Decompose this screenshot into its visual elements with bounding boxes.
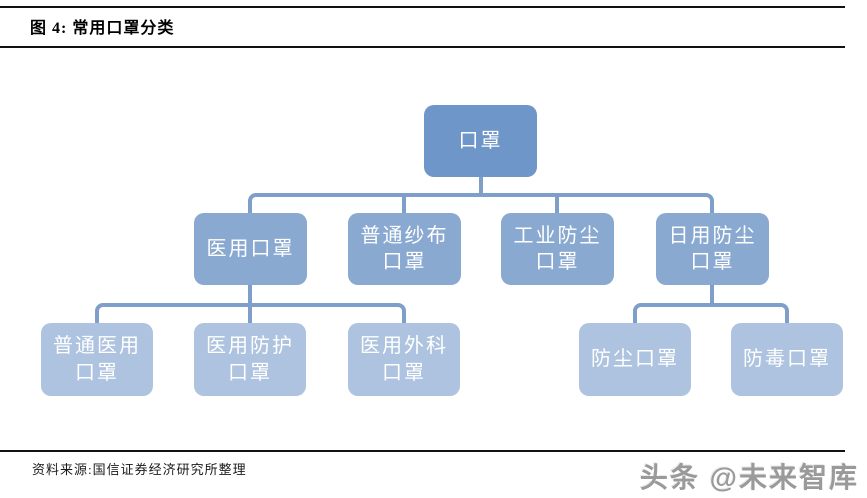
connector-daily-rail <box>633 303 789 323</box>
figure-title: 图 4: 常用口罩分类 <box>30 20 175 37</box>
node-ordinary-medical-mask: 普通医用 口罩 <box>41 323 153 396</box>
title-divider-rule <box>0 46 845 48</box>
node-gas-mask: 防毒口罩 <box>731 323 843 396</box>
connector-industrial-stub <box>555 195 559 213</box>
watermark-toutiao: 头条 @未来智库 <box>639 462 859 493</box>
source-note: 资料来源:国信证券经济研究所整理 <box>32 462 247 477</box>
bottom-rule <box>0 450 845 452</box>
node-medical-surgical-mask: 医用外科 口罩 <box>348 323 460 396</box>
connector-gauze-stub <box>402 195 406 213</box>
node-medical-protective-mask: 医用防护 口罩 <box>194 323 306 396</box>
node-medical-mask: 医用口罩 <box>194 213 307 285</box>
connector-daily-stub <box>710 285 714 305</box>
node-gauze-mask: 普通纱布 口罩 <box>348 213 461 285</box>
node-industrial-dust-mask: 工业防尘 口罩 <box>501 213 614 285</box>
connector-root-stub <box>479 177 483 195</box>
top-rule <box>0 6 845 8</box>
connector-level2-rail <box>248 193 714 213</box>
connector-medical-rail <box>95 303 406 323</box>
node-mask-root: 口罩 <box>424 105 537 177</box>
node-daily-dust-mask: 日用防尘 口罩 <box>656 213 769 285</box>
node-dust-mask: 防尘口罩 <box>579 323 691 396</box>
